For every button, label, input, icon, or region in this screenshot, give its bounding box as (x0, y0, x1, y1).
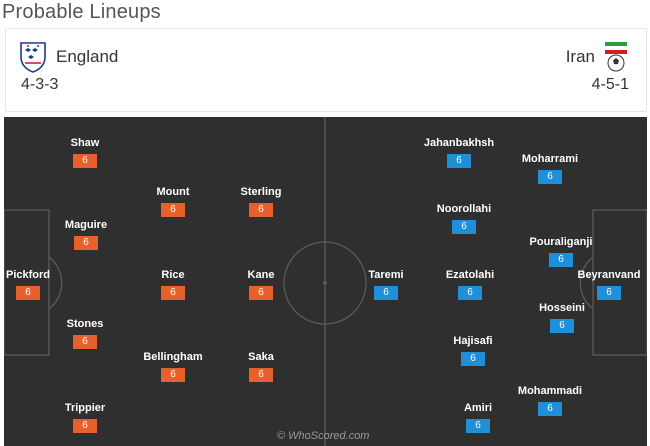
iran-crest-icon (605, 42, 627, 72)
player-beyranvand[interactable]: Beyranvand 6 (569, 269, 647, 300)
player-mohammadi[interactable]: Mohammadi 6 (510, 385, 590, 416)
player-mount[interactable]: Mount 6 (133, 186, 213, 217)
player-pickford[interactable]: Pickford 6 (4, 269, 68, 300)
player-ezatolahi[interactable]: Ezatolahi 6 (430, 269, 510, 300)
player-sterling[interactable]: Sterling 6 (221, 186, 301, 217)
away-formation: 4-5-1 (591, 76, 629, 93)
player-name: Pickford (5, 269, 50, 281)
center-spot (323, 281, 327, 285)
player-name: Noorollahi (436, 203, 492, 215)
player-name: Amiri (463, 402, 493, 414)
player-rating: 6 (538, 402, 562, 416)
player-shaw[interactable]: Shaw 6 (45, 137, 125, 168)
player-rating: 6 (538, 170, 562, 184)
player-name: Rice (161, 269, 185, 281)
player-jahanbakhsh[interactable]: Jahanbakhsh 6 (419, 137, 499, 168)
pitch: Shaw 6 Mount 6 Sterling 6 Maguire 6 Pick… (4, 117, 647, 446)
player-name: Maguire (64, 219, 108, 231)
player-rating: 6 (461, 352, 485, 366)
center-circle (283, 241, 367, 325)
player-saka[interactable]: Saka 6 (221, 351, 301, 382)
away-penalty-box (592, 209, 647, 356)
player-rating: 6 (249, 203, 273, 217)
player-rating: 6 (452, 220, 476, 234)
player-rating: 6 (249, 286, 273, 300)
away-team-name: Iran (565, 47, 595, 66)
player-name: Stones (66, 318, 104, 330)
player-stones[interactable]: Stones 6 (45, 318, 125, 349)
player-name: Saka (248, 351, 274, 363)
pitch-markings (4, 117, 647, 446)
home-team[interactable]: England (19, 41, 118, 73)
player-moharrami[interactable]: Moharrami 6 (510, 153, 590, 184)
player-rating: 6 (161, 203, 185, 217)
player-rating: 6 (161, 368, 185, 382)
player-name: Hajisafi (453, 335, 493, 347)
player-rating: 6 (597, 286, 621, 300)
home-team-name: England (56, 47, 119, 66)
home-penalty-arc (48, 256, 63, 310)
player-name: Moharrami (521, 153, 579, 165)
player-name: Bellingham (143, 351, 203, 363)
player-pouraliganji[interactable]: Pouraliganji 6 (521, 236, 601, 267)
england-crest-icon (20, 42, 46, 73)
player-bellingham[interactable]: Bellingham 6 (133, 351, 213, 382)
player-rating: 6 (74, 236, 98, 250)
player-rating: 6 (161, 286, 185, 300)
watermark: © WhoScored.com (277, 430, 370, 442)
player-hajisafi[interactable]: Hajisafi 6 (433, 335, 513, 366)
page-title: Probable Lineups (2, 1, 161, 23)
player-name: Shaw (70, 137, 100, 149)
player-name: Trippier (64, 402, 106, 414)
player-name: Mount (156, 186, 190, 198)
player-name: Hosseini (539, 302, 585, 314)
player-rice[interactable]: Rice 6 (133, 269, 213, 300)
home-formation: 4-3-3 (21, 76, 59, 93)
player-rating: 6 (374, 286, 398, 300)
player-name: Pouraliganji (529, 236, 593, 248)
player-maguire[interactable]: Maguire 6 (46, 219, 126, 250)
player-rating: 6 (73, 154, 97, 168)
player-amiri[interactable]: Amiri 6 (438, 402, 518, 433)
player-rating: 6 (549, 253, 573, 267)
player-name: Ezatolahi (445, 269, 495, 281)
player-rating: 6 (73, 335, 97, 349)
player-rating: 6 (73, 419, 97, 433)
player-name: Beyranvand (577, 269, 641, 281)
player-rating: 6 (466, 419, 490, 433)
player-hosseini[interactable]: Hosseini 6 (522, 302, 602, 333)
player-name: Taremi (368, 269, 404, 281)
player-kane[interactable]: Kane 6 (221, 269, 301, 300)
player-rating: 6 (447, 154, 471, 168)
player-noorollahi[interactable]: Noorollahi 6 (424, 203, 504, 234)
player-taremi[interactable]: Taremi 6 (346, 269, 426, 300)
player-rating: 6 (550, 319, 574, 333)
player-name: Mohammadi (517, 385, 583, 397)
player-rating: 6 (16, 286, 40, 300)
teams-header: England 4-3-3 Iran 4-5-1 (5, 28, 647, 112)
away-penalty-arc (579, 256, 594, 310)
player-trippier[interactable]: Trippier 6 (45, 402, 125, 433)
player-rating: 6 (458, 286, 482, 300)
player-name: Jahanbakhsh (423, 137, 495, 149)
player-name: Kane (247, 269, 275, 281)
player-name: Sterling (240, 186, 282, 198)
home-penalty-box (4, 209, 50, 356)
player-rating: 6 (249, 368, 273, 382)
away-team[interactable]: Iran (566, 41, 630, 73)
